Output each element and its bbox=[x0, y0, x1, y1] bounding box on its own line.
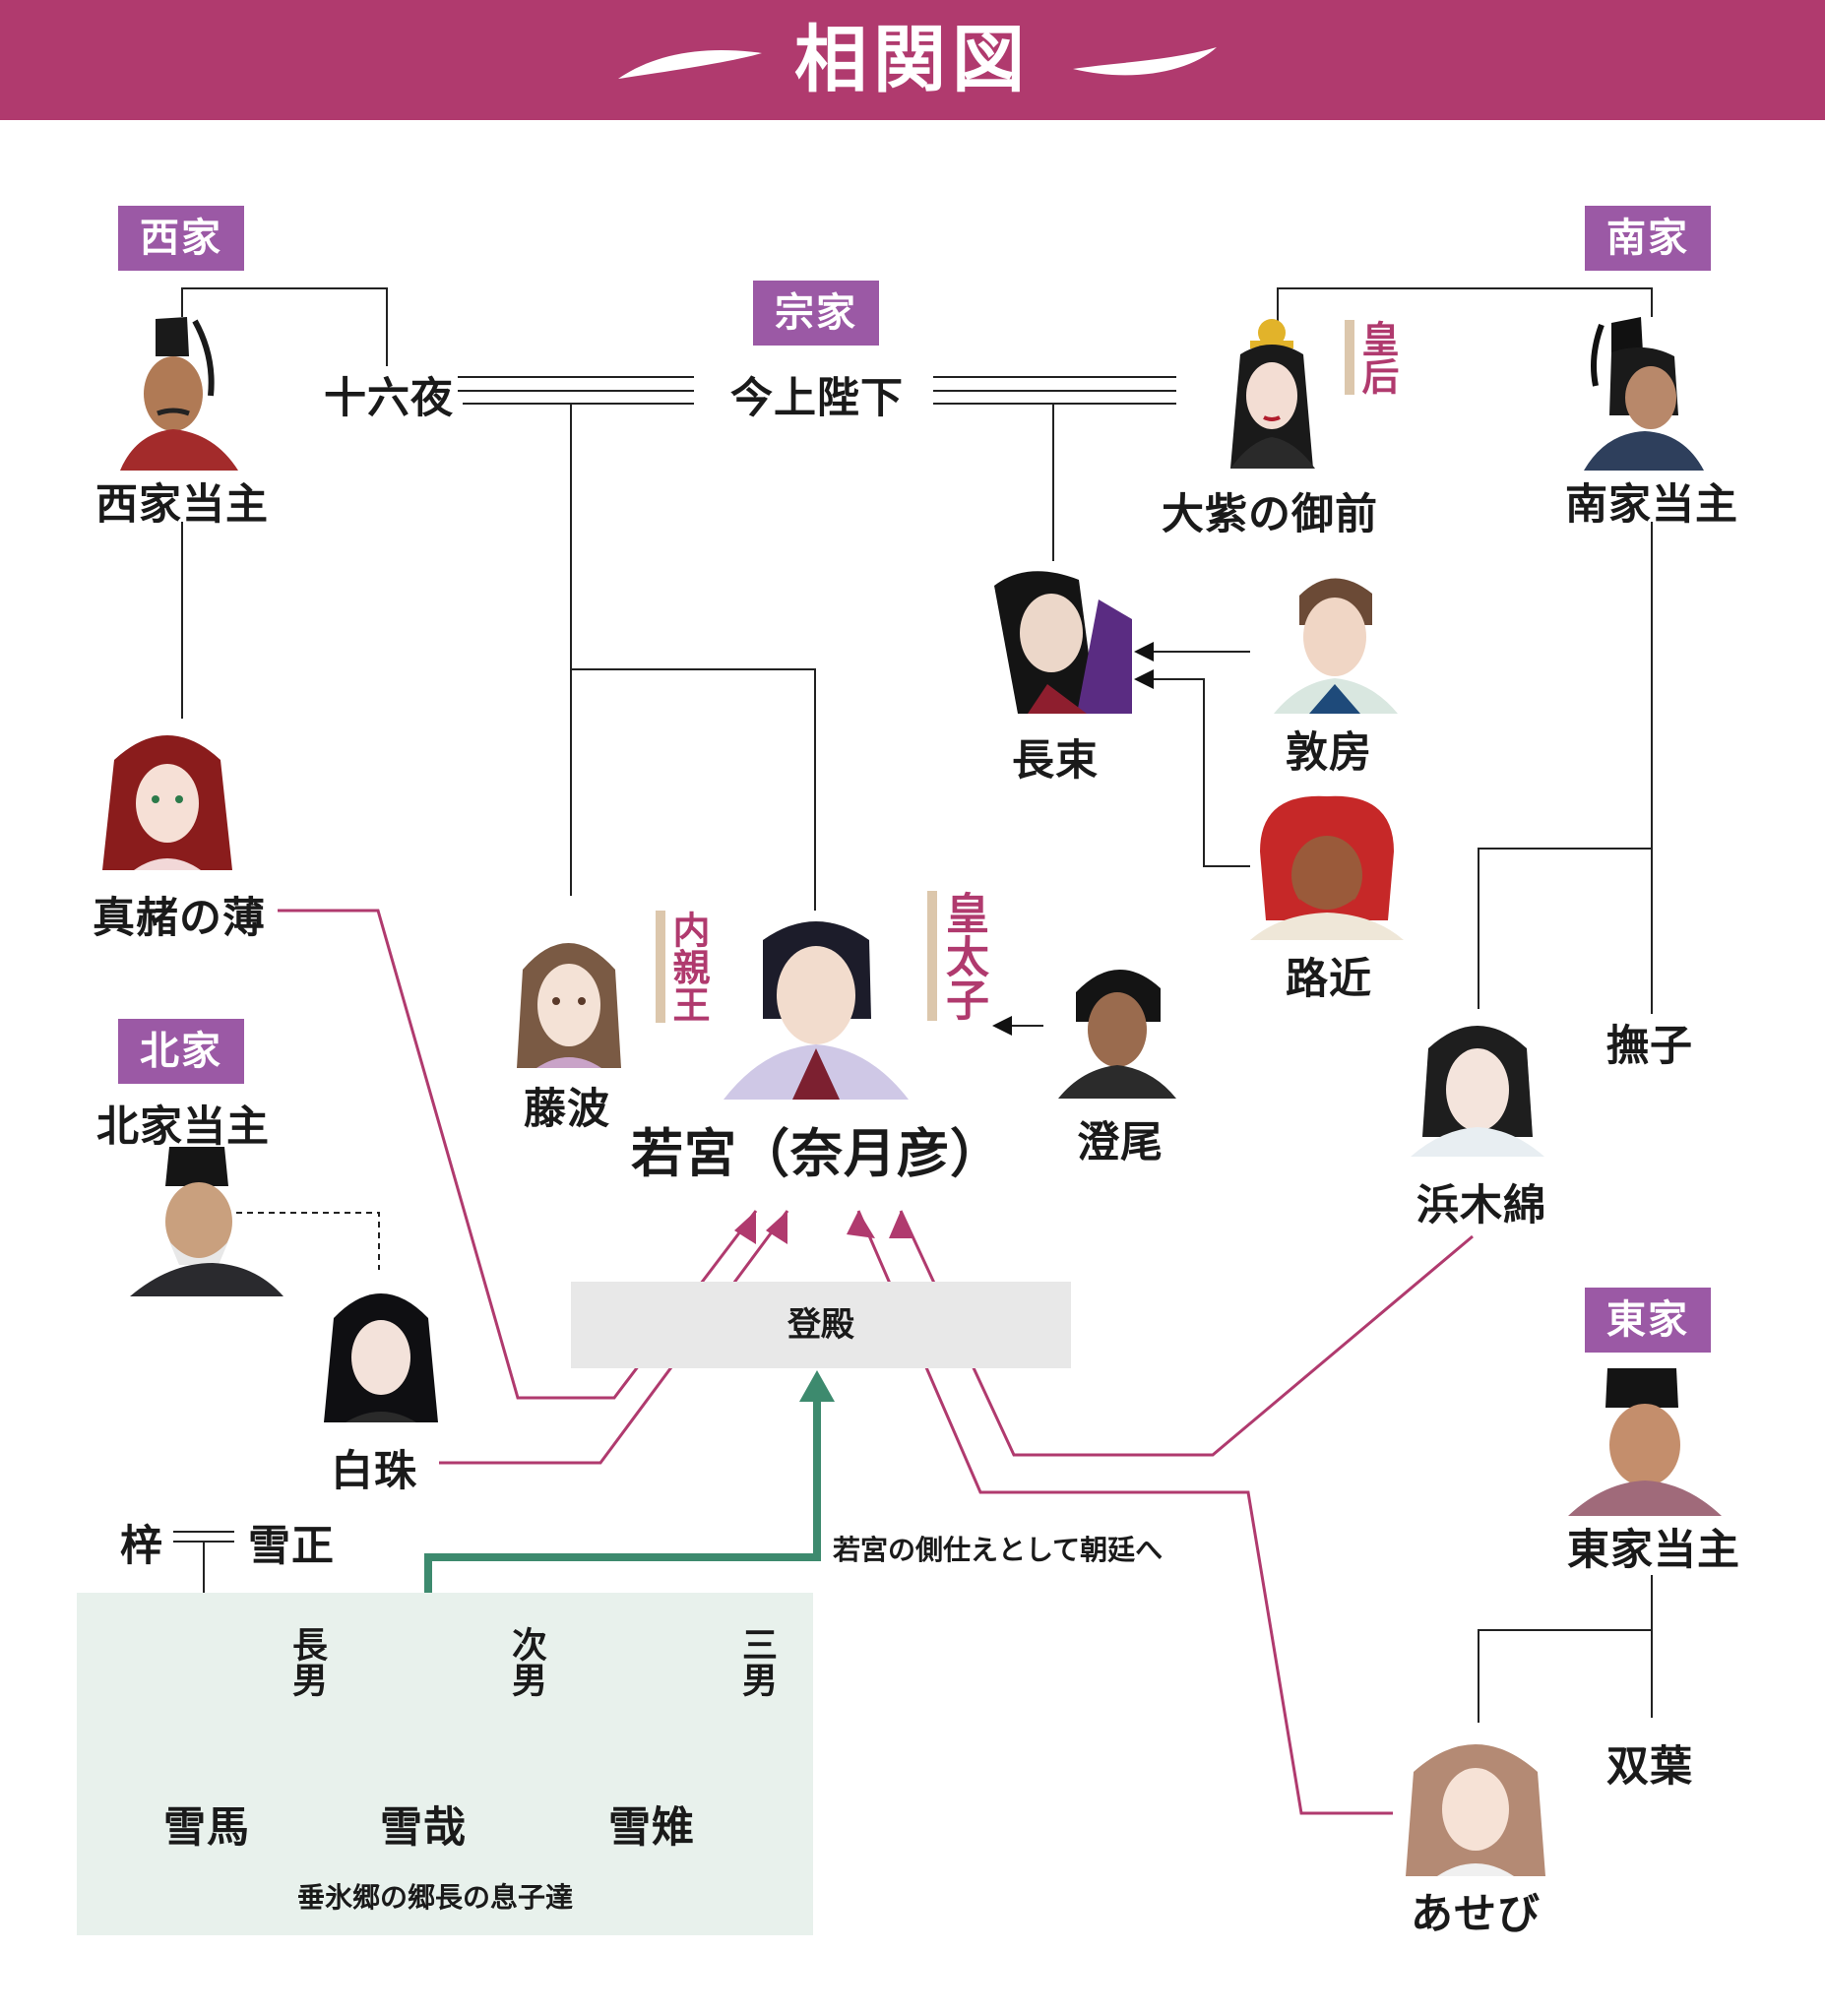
portrait-asebi bbox=[1398, 1723, 1553, 1876]
portrait-oomurasaki bbox=[1211, 315, 1335, 469]
portrait-nagatsuka bbox=[988, 566, 1132, 714]
name-wakamiya: 若宮（奈月彦） bbox=[630, 1112, 1004, 1187]
portrait-nanke-toushu bbox=[1582, 317, 1704, 471]
name-yukimasa: 雪正 bbox=[242, 1512, 341, 1573]
name-fujinami: 藤波 bbox=[518, 1075, 616, 1136]
name-touke-toushu: 東家当主 bbox=[1557, 1516, 1750, 1577]
house-tag-south: 南家 bbox=[1585, 206, 1711, 271]
name-atsufusa: 敦房 bbox=[1280, 719, 1378, 780]
label-koutaishi: 皇太子 bbox=[927, 891, 984, 1021]
portrait-fujinami bbox=[507, 920, 631, 1068]
name-saike-toushu: 西家当主 bbox=[89, 471, 276, 532]
label-kogou: 皇后 bbox=[1345, 320, 1396, 395]
name-nagatsuka: 長束 bbox=[1006, 726, 1104, 788]
name-rokon: 路近 bbox=[1280, 945, 1378, 1006]
portrait-atsufusa bbox=[1270, 566, 1402, 714]
name-yukima: 雪馬 bbox=[157, 1794, 256, 1855]
house-tag-west: 西家 bbox=[118, 206, 244, 271]
name-masuho: 真赭の薄 bbox=[81, 884, 278, 945]
name-hamayu: 浜木綿 bbox=[1408, 1171, 1555, 1232]
name-kinjou-heika: 今上陛下 bbox=[719, 364, 915, 425]
house-tag-east: 東家 bbox=[1585, 1288, 1711, 1353]
name-nadeshiko: 撫子 bbox=[1601, 1012, 1699, 1073]
name-oomurasaki: 大紫の御前 bbox=[1152, 480, 1388, 541]
portrait-shiragi bbox=[320, 1275, 442, 1422]
name-izayoi: 十六夜 bbox=[317, 364, 461, 425]
house-tag-north: 北家 bbox=[118, 1019, 244, 1084]
name-yukisuke: 雪雉 bbox=[602, 1794, 701, 1855]
portrait-saike-toushu bbox=[116, 317, 238, 471]
portrait-masuho bbox=[94, 721, 240, 870]
label-naishinnou: 内親王 bbox=[656, 911, 707, 1023]
deden-label: 登殿 bbox=[571, 1282, 1071, 1368]
portrait-wakamiya bbox=[724, 911, 909, 1100]
note-sokuzuka: 若宮の側仕えとして朝廷へ bbox=[833, 1529, 1163, 1568]
name-nanke-toushu: 南家当主 bbox=[1555, 471, 1748, 532]
portrait-hokke-toushu bbox=[130, 1147, 283, 1296]
label-jinan: 次男 bbox=[508, 1626, 545, 1697]
name-yukiya: 雪哉 bbox=[374, 1794, 472, 1855]
portrait-hamayu bbox=[1403, 1009, 1552, 1157]
name-asebi: あせび bbox=[1404, 1880, 1547, 1941]
portrait-sumio bbox=[1058, 953, 1176, 1099]
name-sumio: 澄尾 bbox=[1071, 1108, 1169, 1169]
label-sannan: 三男 bbox=[738, 1626, 776, 1697]
house-tag-sou: 宗家 bbox=[753, 281, 879, 346]
portrait-touke-toushu bbox=[1568, 1368, 1722, 1516]
portrait-rokon bbox=[1250, 792, 1404, 940]
label-choonan: 長男 bbox=[288, 1626, 326, 1697]
name-azusa: 梓 bbox=[112, 1512, 171, 1573]
note-sons-group: 垂氷郷の郷長の息子達 bbox=[297, 1876, 573, 1916]
name-futaba: 双葉 bbox=[1601, 1732, 1699, 1794]
name-shiragi: 白珠 bbox=[325, 1437, 423, 1498]
name-hokke-toushu: 北家当主 bbox=[87, 1093, 280, 1154]
